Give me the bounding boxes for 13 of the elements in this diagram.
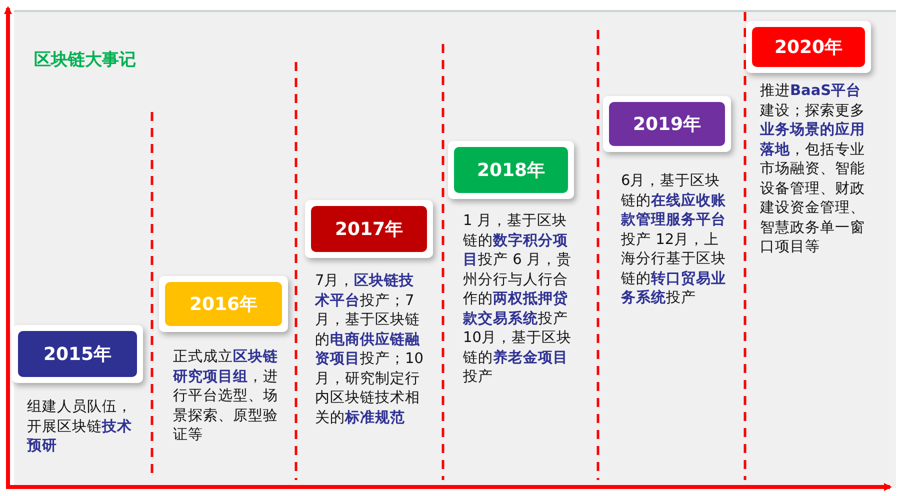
event-description: 推进BaaS平台建设；探索更多业务场景的应用落地，包括专业市场融资、智能设备管理、财政建设资金管理、智慧政务单一窗口项目等 [760,82,866,257]
year-label: 2015年 [18,331,137,377]
event-description: 组建人员队伍，开展区块链技术预研 [27,398,133,456]
event-description: 1 月，基于区块链的数字积分项目投产 6 月，贵州分行与人行合作的两权抵押贷款交易系统投产 10月，基于区块链的养老金项目投产 [463,212,572,387]
year-label: 2020年 [752,27,865,67]
event-description: 正式成立区块链研究项目组，进行平台选型、场景探索、原型验证等 [173,348,279,445]
event-description: 7月，区块链技术平台投产；7月，基于区块链的电商供应链融资项目投产；10月，研究制定行内区块链技术相关的标准规范 [315,272,424,428]
year-label: 2017年 [311,206,427,252]
year-label: 2016年 [165,282,282,326]
year-label: 2019年 [609,102,725,146]
year-label: 2018年 [454,147,568,193]
chart-title: 区块链大事记 [34,49,136,71]
event-description: 6月，基于区块链的在线应收账款管理服务平台投产 12月，上海分行基于区块链的转口贸易业务系统投产 [621,172,727,308]
